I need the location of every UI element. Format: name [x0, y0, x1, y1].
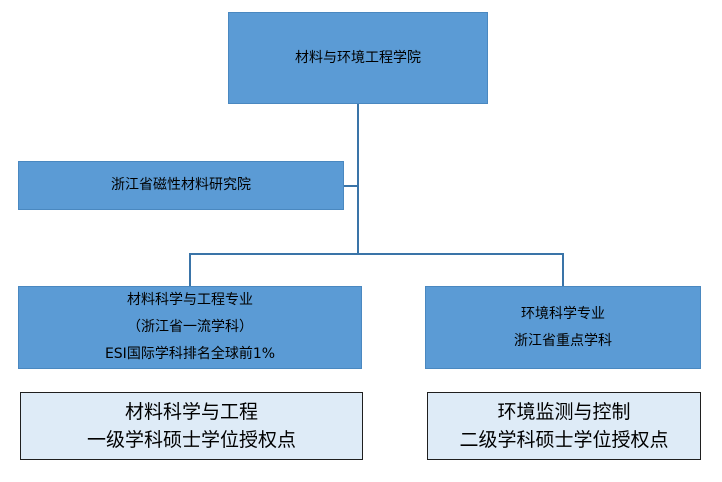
environment-major-status: 浙江省重点学科: [514, 332, 612, 349]
institute-node: 浙江省磁性材料研究院: [18, 161, 344, 210]
materials-degree-level: 一级学科硕士学位授权点: [86, 429, 296, 451]
materials-major-title: 材料科学与工程专业: [127, 292, 253, 308]
institute-label: 浙江省磁性材料研究院: [111, 177, 251, 193]
environment-degree-box: 环境监测与控制 二级学科硕士学位授权点: [427, 392, 701, 460]
materials-degree-title: 材料科学与工程: [124, 401, 258, 423]
environment-major-title: 环境科学专业: [521, 305, 605, 322]
environment-major-node: 环境科学专业 浙江省重点学科: [425, 286, 701, 369]
connector-right-drop: [562, 253, 564, 287]
connector-horizontal: [189, 253, 564, 255]
environment-degree-level: 二级学科硕士学位授权点: [459, 429, 669, 451]
college-label: 材料与环境工程学院: [295, 49, 421, 66]
connector-left-drop: [189, 253, 191, 287]
materials-major-status: （浙江省一流学科）: [127, 319, 253, 335]
connector-trunk: [357, 104, 359, 254]
materials-degree-box: 材料科学与工程 一级学科硕士学位授权点: [20, 392, 363, 460]
materials-major-ranking: ESI国际学科排名全球前1%: [104, 346, 276, 362]
materials-major-node: 材料科学与工程专业 （浙江省一流学科） ESI国际学科排名全球前1%: [18, 286, 362, 369]
environment-degree-title: 环境监测与控制: [497, 401, 631, 423]
college-node: 材料与环境工程学院: [228, 12, 488, 104]
connector-institute: [344, 185, 358, 187]
